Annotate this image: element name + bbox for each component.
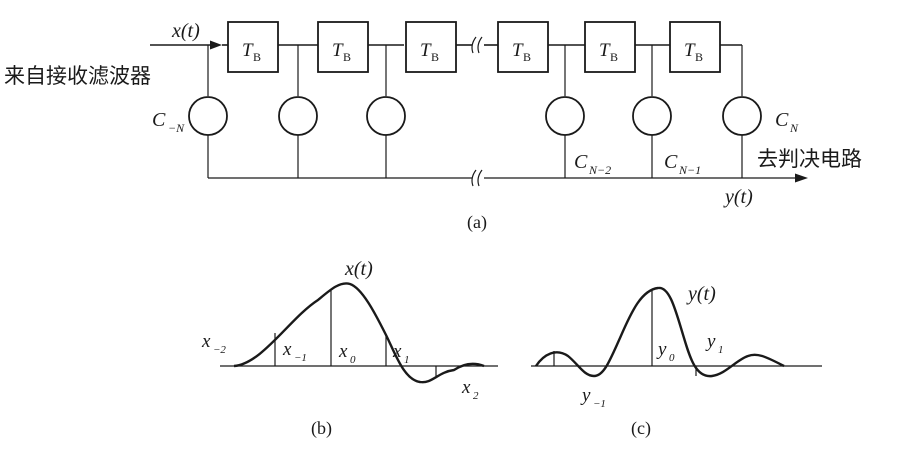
sample-label-y-minus-1: y [580,385,591,406]
tap-weight-circle [632,96,672,136]
tap-label-c-n-minus-1: C [664,151,678,173]
tap-label-c-n-minus-2: C [574,151,588,173]
sample-label-x-minus-1: x [282,339,292,360]
bus-break-mark [477,169,483,187]
delay-label: T [599,40,611,61]
output-waveform-label: y(t) [686,283,716,305]
tap-weight-circle [545,96,585,136]
sample-label-x-minus-2: x [201,331,211,352]
input-waveform-curve [233,282,485,384]
caption-a: (a) [467,212,487,233]
caption-c: (c) [631,418,651,439]
chain-break-mark [477,36,483,54]
chain-break-mark [471,36,477,54]
sample-label-y-1-sub: 1 [718,344,724,356]
tap-label-c-n-sub: N [789,121,799,135]
input-waveform-label: x(t) [344,258,373,280]
input-source-label: 来自接收滤波器 [4,64,151,88]
output-waveform-curve [535,286,785,378]
sample-label-x-minus-2-sub: −2 [213,344,226,356]
sample-label-x-2-sub: 2 [473,390,479,402]
delay-element-5: T B [584,21,636,73]
input-signal-label: x(t) [171,20,200,42]
sample-label-x-1: x [392,341,402,362]
caption-b: (b) [311,418,332,439]
tap-label-c-n-minus-2-sub: N−2 [588,163,611,177]
delay-label-sub: B [610,50,618,64]
sample-label-x-2: x [461,377,471,398]
delay-label-sub: B [431,50,439,64]
delay-label: T [242,40,254,61]
delay-label: T [512,40,524,61]
tap-label-c-minus-n-sub: −N [168,121,185,135]
sample-label-x-1-sub: 1 [404,354,410,366]
panel-a-transversal-filter: T B T B T B T B T B T B [4,20,862,233]
delay-label: T [420,40,432,61]
delay-label-sub: B [695,50,703,64]
sample-label-x-0: x [338,341,348,362]
delay-element-3: T B [405,21,457,73]
sample-label-y-0-sub: 0 [669,352,675,364]
tap-weight-circle [278,96,318,136]
output-arrowhead [795,173,808,183]
tap-weight-circle [188,96,228,136]
delay-label-sub: B [523,50,531,64]
tap-weight-circle [722,96,762,136]
delay-label-sub: B [253,50,261,64]
delay-element-6: T B [669,21,721,73]
sample-label-y-0: y [656,339,667,360]
delay-label-sub: B [343,50,351,64]
output-signal-label: y(t) [723,186,753,208]
bus-break-mark [471,169,477,187]
delay-element-2: T B [317,21,369,73]
tap-label-c-n-minus-1-sub: N−1 [678,163,701,177]
tap-label-c-n: C [775,109,789,131]
input-arrowhead [210,40,222,50]
panel-c-output-waveform: y(t) y −1 y 0 y 1 (c) [531,283,822,439]
delay-element-1: T B [227,21,279,73]
delay-element-4: T B [497,21,549,73]
sample-label-y-minus-1-sub: −1 [593,398,606,410]
delay-label: T [684,40,696,61]
panel-b-input-waveform: x(t) x −2 x −1 x 0 x 1 x 2 (b) [201,258,498,439]
sample-label-y-1: y [705,331,716,352]
tap-weight-circle [366,96,406,136]
delay-label: T [332,40,344,61]
tap-label-c-minus-n: C [152,109,166,131]
output-destination-label: 去判决电路 [757,147,862,171]
sample-label-x-0-sub: 0 [350,354,356,366]
sample-label-x-minus-1-sub: −1 [294,352,307,364]
